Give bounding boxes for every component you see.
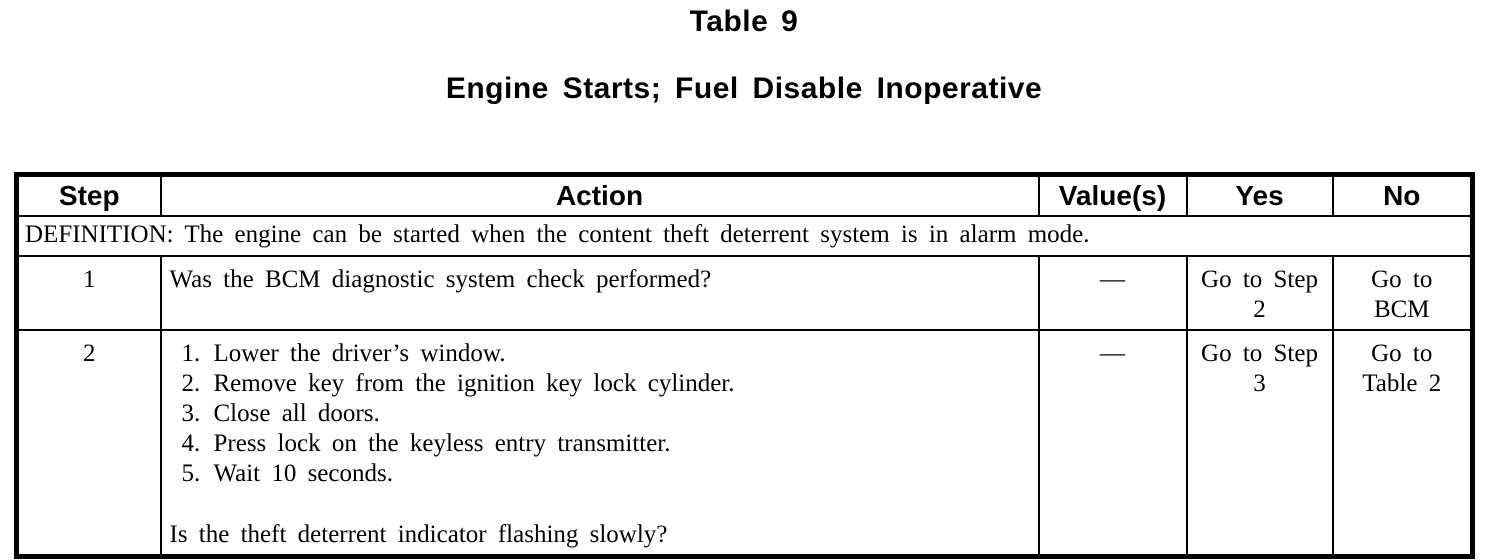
table-row: 1 Was the BCM diagnostic system check pe… xyxy=(15,255,1474,331)
table-subtitle: Engine Starts; Fuel Disable Inoperative xyxy=(445,72,1043,105)
action-list-item: Lower the driver’s window. xyxy=(212,339,1028,369)
action-question: Was the BCM diagnostic system check perf… xyxy=(169,266,712,293)
action-question: Is the theft deterrent indicator flashin… xyxy=(169,521,668,548)
action-list: Lower the driver’s window.Remove key fro… xyxy=(170,339,1028,489)
value-cell: — xyxy=(1037,255,1188,331)
action-list-item: Wait 10 seconds. xyxy=(212,459,1028,489)
col-header-no: No xyxy=(1331,173,1474,217)
no-cell: Go to BCM xyxy=(1331,255,1474,331)
col-header-yes: Yes xyxy=(1185,173,1334,217)
diagnostic-table: Step Action Value(s) Yes No DEFINITION: … xyxy=(14,172,1475,559)
action-cell: Was the BCM diagnostic system check perf… xyxy=(159,255,1040,331)
action-list-item: Remove key from the ignition key lock cy… xyxy=(212,369,1028,399)
yes-cell: Go to Step 3 xyxy=(1185,329,1334,558)
table-number-title: Table 9 xyxy=(689,5,799,38)
action-list-item: Close all doors. xyxy=(212,399,1028,429)
no-cell: Go to Table 2 xyxy=(1331,329,1474,558)
definition-row: DEFINITION: The engine can be started wh… xyxy=(15,215,1474,257)
action-list-item: Press lock on the keyless entry transmit… xyxy=(212,429,1028,459)
col-header-step: Step xyxy=(15,173,162,217)
yes-cell: Go to Step 2 xyxy=(1185,255,1334,331)
definition-text: DEFINITION: The engine can be started wh… xyxy=(15,215,1474,257)
step-number: 1 xyxy=(15,255,162,331)
col-header-values: Value(s) xyxy=(1037,173,1188,217)
action-cell: Lower the driver’s window.Remove key fro… xyxy=(159,329,1040,558)
col-header-action: Action xyxy=(159,173,1040,217)
value-cell: — xyxy=(1037,329,1188,558)
table-row: 2 Lower the driver’s window.Remove key f… xyxy=(15,329,1474,558)
header-row: Step Action Value(s) Yes No xyxy=(15,173,1474,217)
step-number: 2 xyxy=(15,329,162,558)
